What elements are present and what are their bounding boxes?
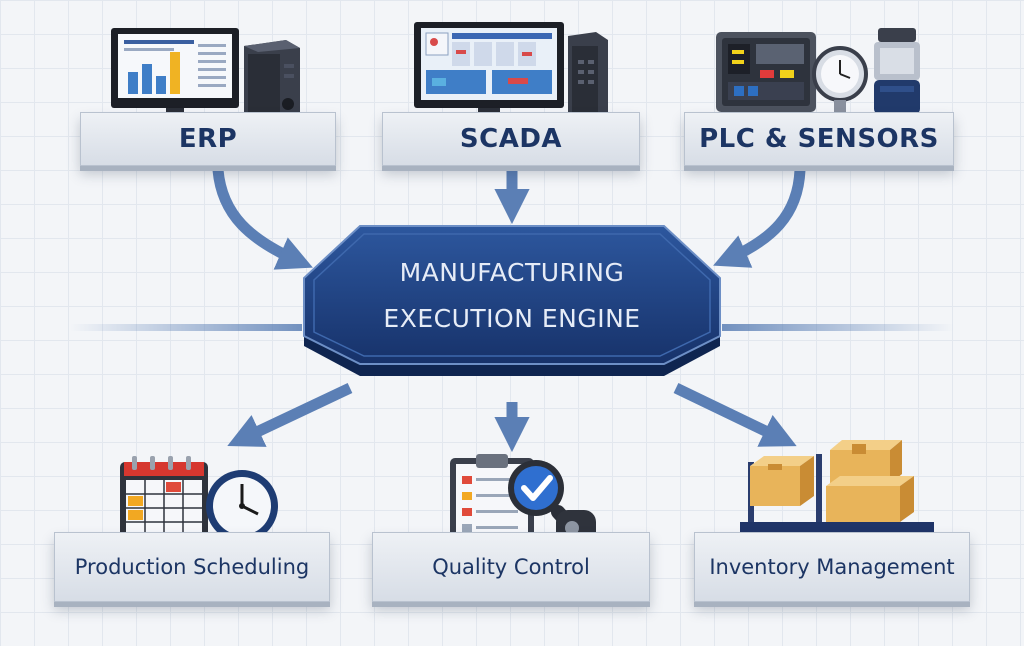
hub-octagon: [303, 225, 721, 376]
scada-computer-icon: [414, 22, 608, 121]
arrow-erp-to-hub: [212, 169, 313, 270]
production-scheduling-platform[interactable]: Production Scheduling: [54, 532, 330, 602]
inventory-management-platform[interactable]: Inventory Management: [694, 532, 970, 602]
production-scheduling-label: Production Scheduling: [74, 555, 310, 579]
hub-title-line1: MANUFACTURING: [399, 258, 625, 287]
plc-sensors-icon: [716, 28, 920, 114]
beam-right: [722, 324, 954, 331]
plc-sensors-platform[interactable]: PLC & SENSORS: [684, 112, 954, 166]
beam-left: [70, 324, 302, 331]
quality-control-label: Quality Control: [432, 555, 590, 579]
clipboard-checkmark-icon: [450, 454, 596, 548]
arrow-plc-to-hub: [713, 169, 806, 268]
inventory-management-label: Inventory Management: [709, 555, 955, 579]
calendar-clock-icon: [120, 456, 278, 542]
manufacturing-execution-engine-hub[interactable]: MANUFACTURING EXECUTION ENGINE: [300, 224, 724, 384]
hub-title-line2: EXECUTION ENGINE: [383, 304, 641, 333]
arrow-hub-to-scheduling: [227, 383, 353, 447]
scada-platform[interactable]: SCADA: [382, 112, 640, 166]
erp-platform[interactable]: ERP: [80, 112, 336, 166]
erp-label: ERP: [178, 124, 238, 154]
arrow-hub-to-inventory: [673, 383, 797, 447]
erp-computer-icon: [111, 28, 300, 121]
scada-label: SCADA: [459, 124, 563, 154]
quality-control-platform[interactable]: Quality Control: [372, 532, 650, 602]
plc-sensors-label: PLC & SENSORS: [699, 124, 939, 154]
